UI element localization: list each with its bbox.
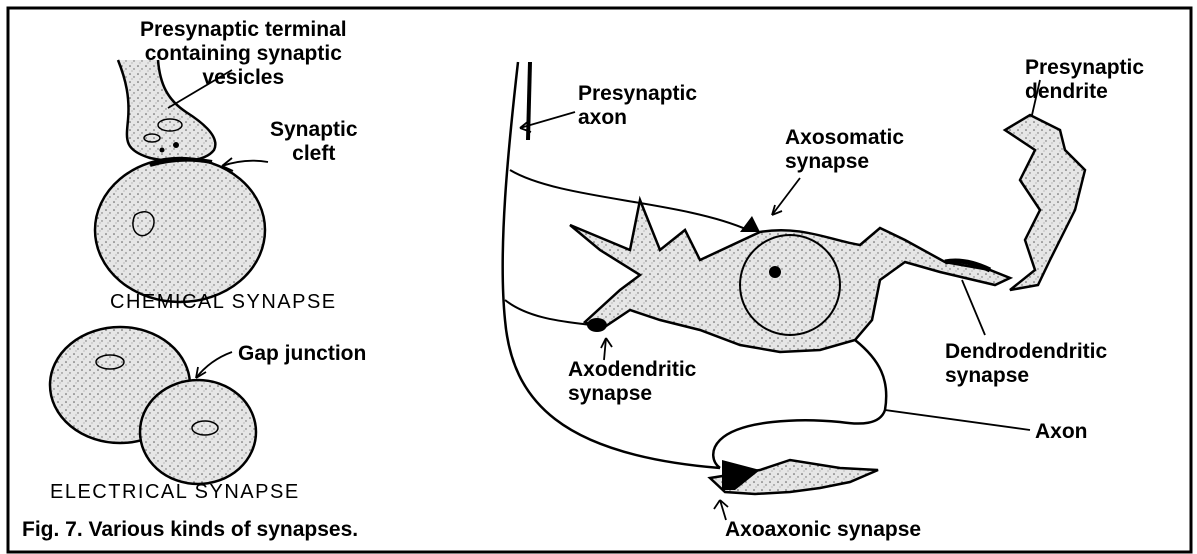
synaptic-cleft-line1: Synaptic	[270, 118, 358, 142]
label-axon: Axon	[1035, 420, 1088, 444]
cell-right	[140, 380, 256, 484]
postsynaptic-cell	[95, 158, 265, 302]
label-gap-junction: Gap junction	[238, 342, 366, 366]
axosomatic-terminal	[740, 216, 760, 232]
presynaptic-terminal-line2: containing synaptic	[140, 42, 347, 66]
label-axosomatic: Axosomatic synapse	[785, 126, 904, 174]
label-chemical-synapse: CHEMICAL SYNAPSE	[110, 290, 337, 314]
chemical-synapse-drawing	[95, 60, 268, 302]
presynaptic-axon-line1: Presynaptic	[578, 82, 697, 106]
label-presynaptic-dendrite: Presynaptic dendrite	[1025, 56, 1144, 104]
efferent-axon	[713, 340, 886, 468]
presynaptic-dendrite	[1005, 115, 1085, 290]
label-presynaptic-terminal: Presynaptic terminal containing synaptic…	[140, 18, 347, 90]
electrical-synapse-drawing	[50, 327, 256, 484]
axosomatic-line2: synapse	[785, 150, 904, 174]
dendrodendritic-line2: synapse	[945, 364, 1107, 388]
label-axoaxonic: Axoaxonic synapse	[725, 518, 921, 542]
label-electrical-synapse: ELECTRICAL SYNAPSE	[50, 480, 300, 504]
presynaptic-terminal-line3: vesicles	[140, 66, 347, 90]
label-dendrodendritic: Dendrodendritic synapse	[945, 340, 1107, 388]
axon-branch-soma	[510, 170, 748, 230]
axodendritic-terminal	[587, 318, 607, 332]
nucleolus	[769, 266, 781, 278]
axosomatic-line1: Axosomatic	[785, 126, 904, 150]
neuron-soma	[570, 200, 1010, 352]
axon-branch-dendrite	[505, 300, 590, 325]
dendrodendritic-line1: Dendrodendritic	[945, 340, 1107, 364]
presynaptic-axon-line2: axon	[578, 106, 697, 130]
synaptic-cleft-line2: cleft	[270, 142, 358, 166]
axodendritic-line2: synapse	[568, 382, 696, 406]
axodendritic-line1: Axodendritic	[568, 358, 696, 382]
label-synaptic-cleft: Synaptic cleft	[270, 118, 358, 166]
presynaptic-dendrite-line1: Presynaptic	[1025, 56, 1144, 80]
presynaptic-dendrite-line2: dendrite	[1025, 80, 1144, 104]
presynaptic-terminal-line1: Presynaptic terminal	[140, 18, 347, 42]
label-presynaptic-axon: Presynaptic axon	[578, 82, 697, 130]
label-axodendritic: Axodendritic synapse	[568, 358, 696, 406]
figure-caption: Fig. 7. Various kinds of synapses.	[22, 518, 358, 542]
